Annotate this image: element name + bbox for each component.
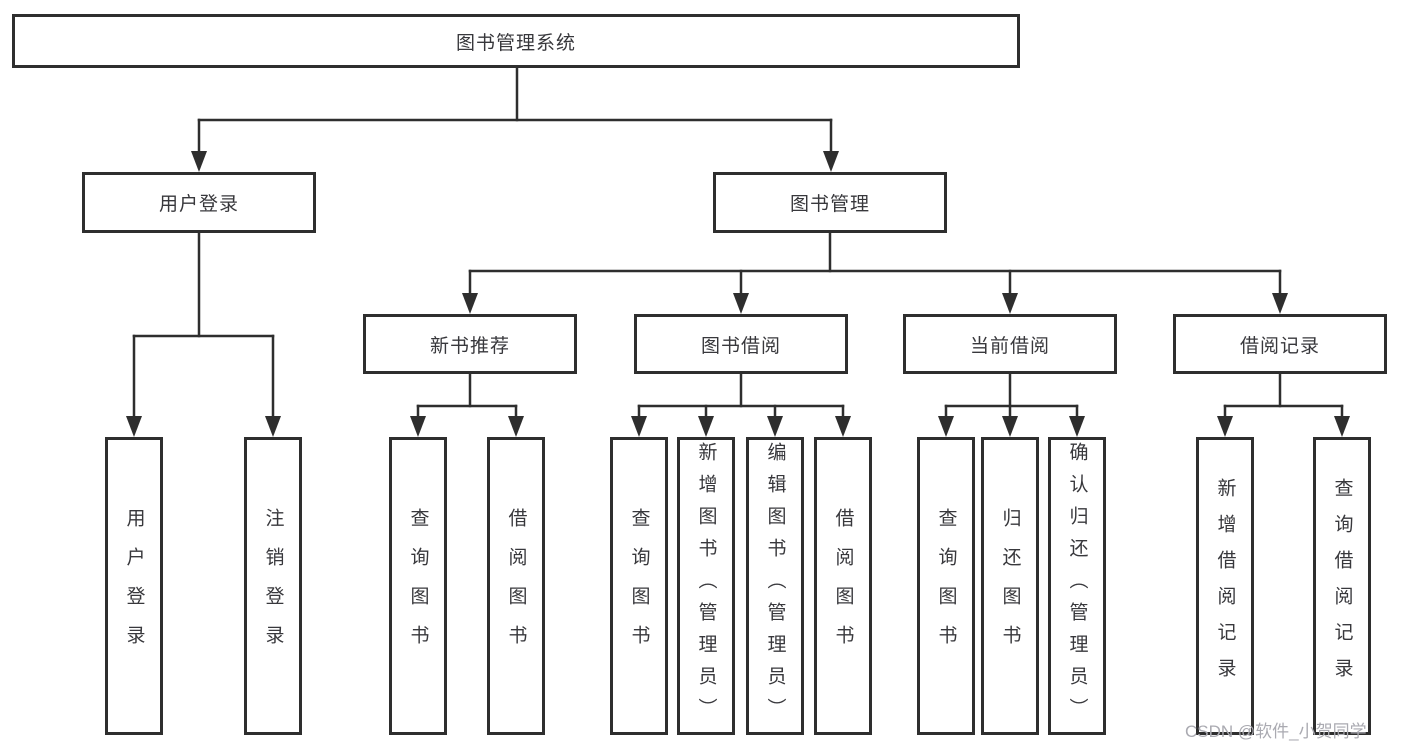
leaf-label: 归还图书 [999,508,1021,664]
leaf-add-books-admin: 新增图书（管理员） [677,437,735,735]
node-label: 当前借阅 [969,335,1050,357]
node-current-borrowing: 当前借阅 [903,314,1117,374]
leaf-return-books: 归还图书 [981,437,1039,735]
leaf-edit-books-admin: 编辑图书（管理员） [746,437,804,735]
connector-root-to-level2 [191,66,839,172]
leaf-label: 查询借阅记录 [1331,478,1353,694]
leaf-add-borrow-record: 新增借阅记录 [1196,437,1254,735]
leaf-user-login: 用户登录 [105,437,163,735]
node-label: 借阅记录 [1239,335,1320,357]
node-label: 图书管理 [789,194,870,215]
connector-current-borrowing-children [938,372,1085,437]
node-new-book-recommend: 新书推荐 [363,314,577,374]
leaf-query-books-current: 查询图书 [917,437,975,735]
connector-user-login-children [126,231,281,437]
leaf-label: 注销登录 [262,508,284,664]
leaf-label: 借阅图书 [832,508,854,664]
node-book-borrowing: 图书借阅 [634,314,848,374]
node-label: 新书推荐 [429,335,510,357]
node-user-login: 用户登录 [82,172,316,233]
node-library-management-system: 图书管理系统 [12,14,1020,68]
leaf-label: 借阅图书 [505,508,527,664]
leaf-borrow-books-recommend: 借阅图书 [487,437,545,735]
leaf-label: 用户登录 [123,508,145,664]
connector-borrowing-records-children [1217,372,1350,437]
node-label: 图书借阅 [700,335,781,357]
leaf-logout: 注销登录 [244,437,302,735]
node-label: 用户登录 [158,194,239,215]
leaf-confirm-return-admin: 确认归还（管理员） [1048,437,1106,735]
leaf-label: 新增图书（管理员） [695,442,717,730]
leaf-label: 新增借阅记录 [1214,478,1236,694]
leaf-borrow-books: 借阅图书 [814,437,872,735]
node-borrowing-records: 借阅记录 [1173,314,1387,374]
leaf-query-borrow-record: 查询借阅记录 [1313,437,1371,735]
leaf-query-books-recommend: 查询图书 [389,437,447,735]
leaf-label: 编辑图书（管理员） [764,442,786,730]
connector-book-management-children [462,231,1288,314]
leaf-label: 确认归还（管理员） [1066,442,1088,730]
csdn-watermark: CSDN @软件_小贺同学 [1185,722,1367,741]
leaf-label: 查询图书 [407,508,429,664]
connector-book-borrowing-children [631,372,851,437]
node-book-management: 图书管理 [713,172,947,233]
connector-new-book-recommend-children [410,372,524,437]
leaf-label: 查询图书 [628,508,650,664]
node-label: 图书管理系统 [455,32,576,54]
leaf-label: 查询图书 [935,508,957,664]
leaf-query-books-borrowing: 查询图书 [610,437,668,735]
